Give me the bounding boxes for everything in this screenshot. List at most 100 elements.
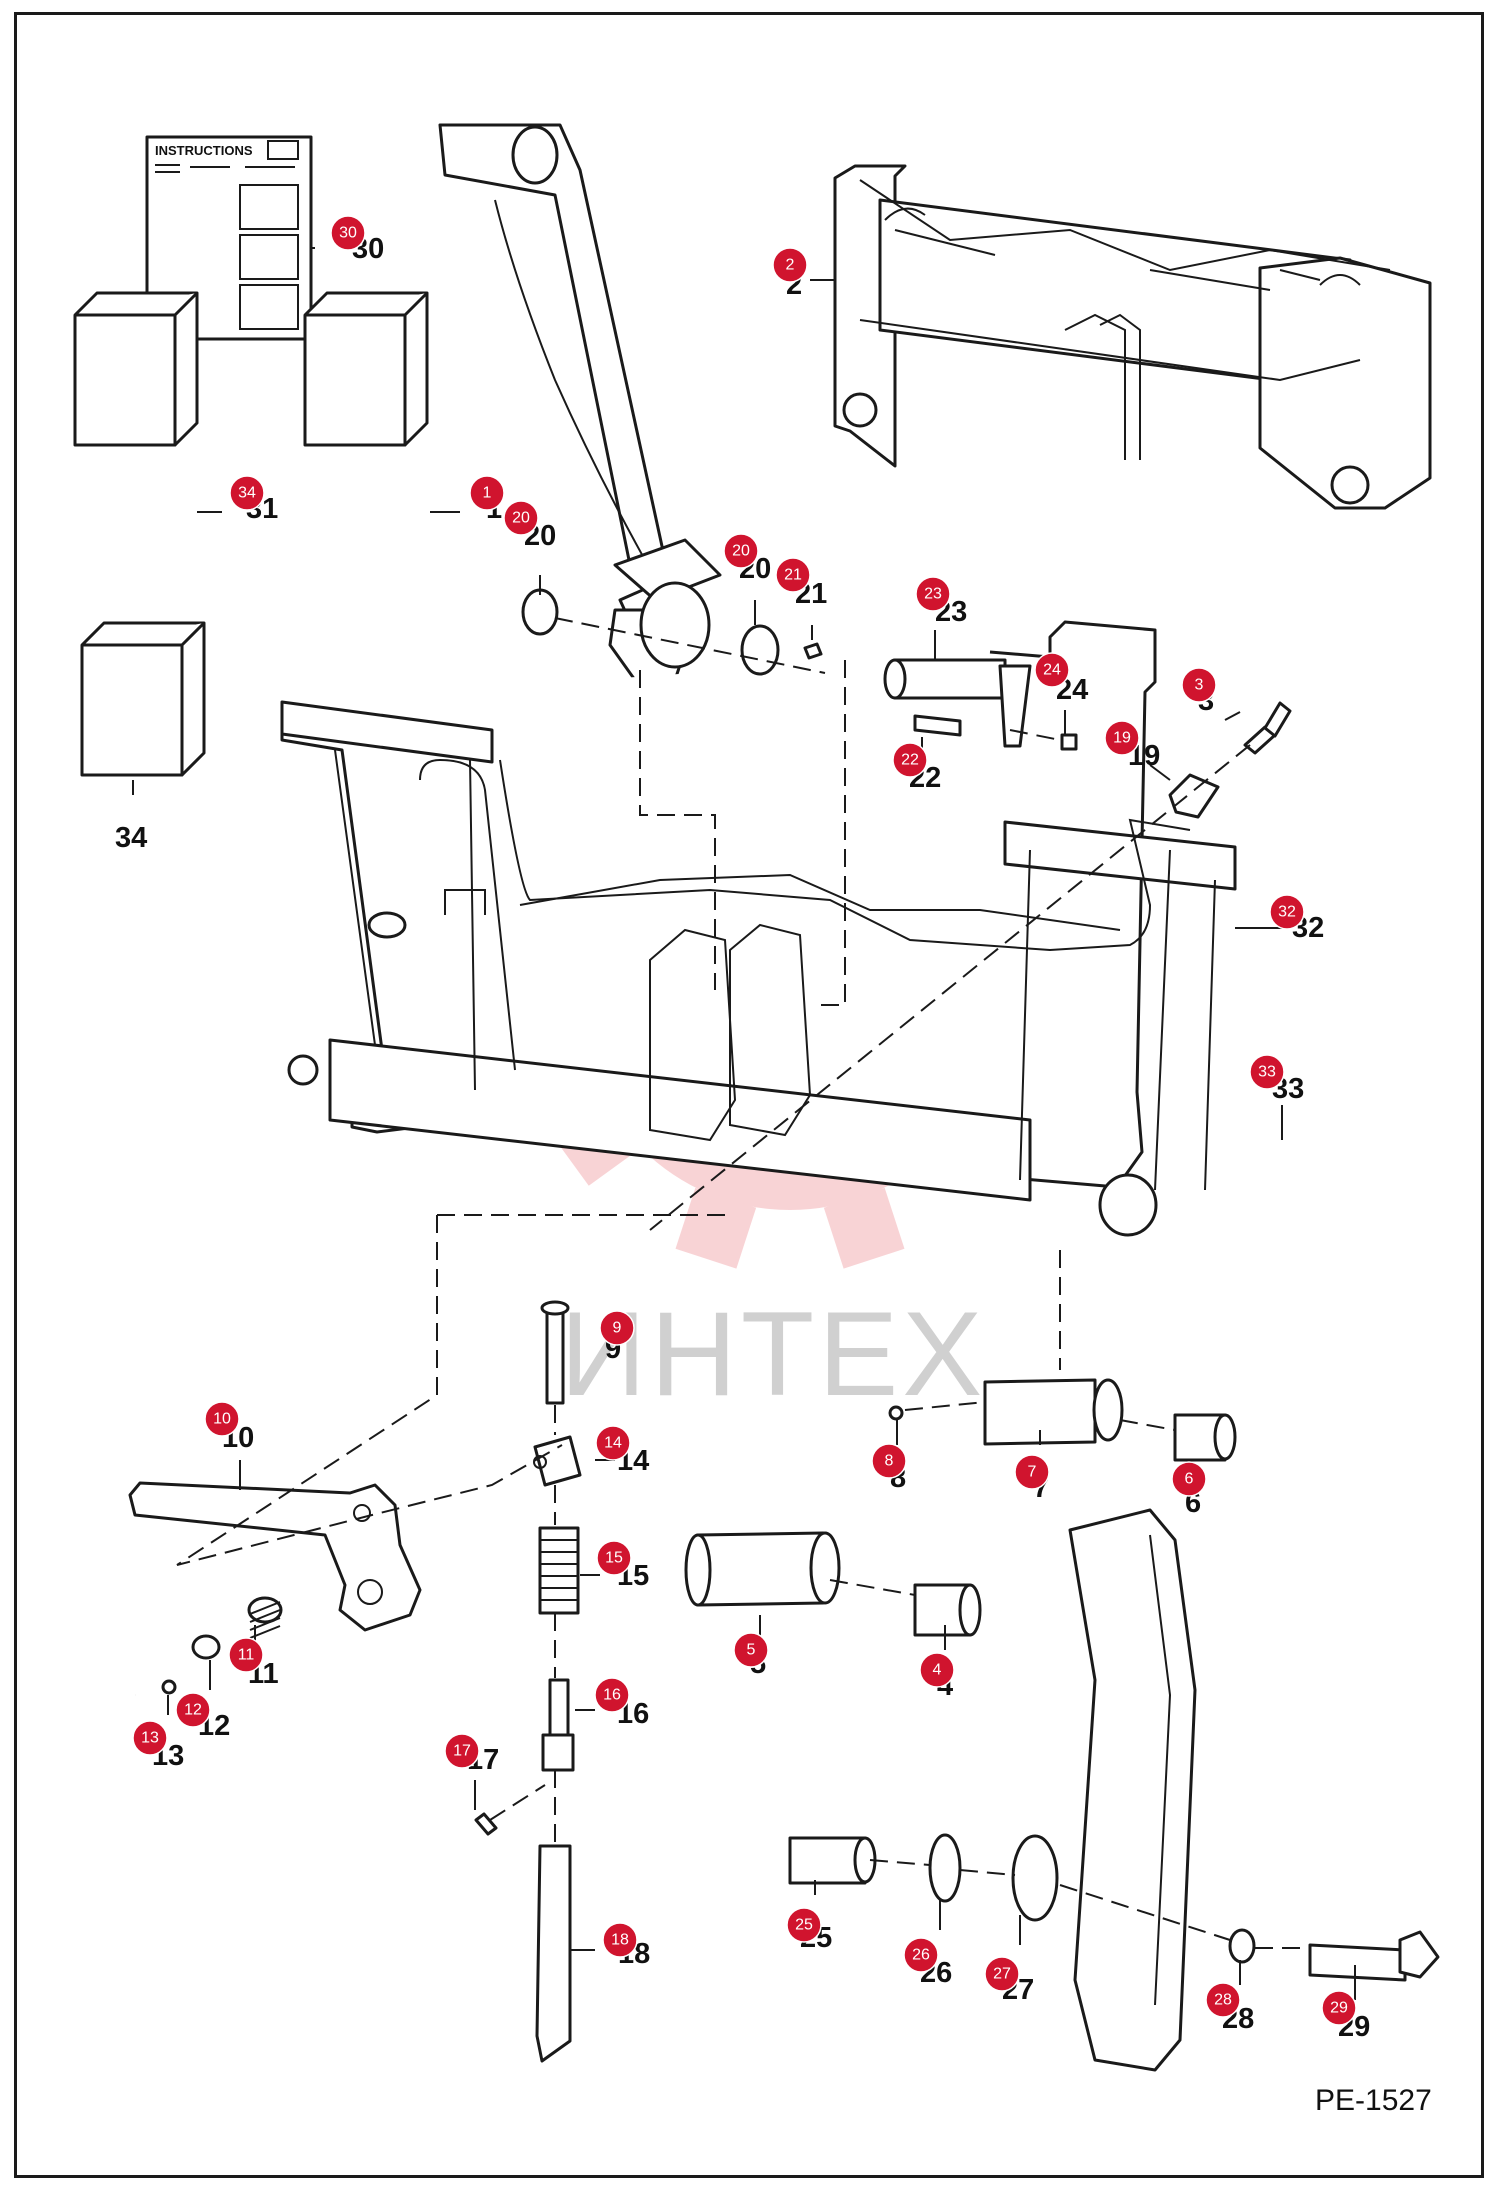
washer-28 bbox=[1228, 1928, 1256, 1964]
callout-badge-number: 22 bbox=[901, 752, 919, 769]
callout-badge-p21[interactable]: 21 bbox=[775, 557, 811, 593]
drawing-frame bbox=[14, 12, 1484, 2178]
callout-badge-number: 5 bbox=[747, 1642, 756, 1659]
callout-badge-number: 30 bbox=[339, 225, 357, 242]
callout-badge-circle bbox=[919, 1652, 955, 1688]
callout-badge-number: 3 bbox=[1195, 677, 1204, 694]
callout-badge-circle bbox=[772, 247, 808, 283]
callout-badge-circle bbox=[228, 1637, 264, 1673]
callout-badge-p6[interactable]: 6 bbox=[1171, 1461, 1207, 1497]
callout-badge-number: 33 bbox=[1258, 1064, 1276, 1081]
callout-badge-number: 13 bbox=[141, 1730, 159, 1747]
pin-18 bbox=[535, 1844, 572, 2063]
pin-tab-23 bbox=[998, 664, 1032, 748]
callout-badge-p8[interactable]: 8 bbox=[871, 1443, 907, 1479]
callout-badge-p2[interactable]: 2 bbox=[772, 247, 808, 283]
callout-badge-number: 7 bbox=[1028, 1464, 1037, 1481]
callout-badge-number: 4 bbox=[933, 1662, 942, 1679]
callout-badge-p29[interactable]: 29 bbox=[1321, 1990, 1357, 2026]
callout-badge-p1[interactable]: 1 bbox=[469, 475, 505, 511]
callout-badge-circle bbox=[1249, 1054, 1285, 1090]
callout-badge-p11[interactable]: 11 bbox=[228, 1637, 264, 1673]
callout-badge-number: 17 bbox=[453, 1743, 471, 1760]
sleeve-7-end bbox=[1092, 1378, 1124, 1442]
callout-badge-circle bbox=[903, 1937, 939, 1973]
spacer-19 bbox=[1168, 773, 1220, 819]
pin-13 bbox=[161, 1679, 177, 1695]
callout-badge-p7[interactable]: 7 bbox=[1014, 1454, 1050, 1490]
callout-badge-number: 28 bbox=[1214, 1992, 1232, 2009]
callout-badge-number: 10 bbox=[213, 1411, 231, 1428]
callout-badge-p33[interactable]: 33 bbox=[1249, 1054, 1285, 1090]
block-14-hole bbox=[533, 1455, 547, 1469]
callout-badge-circle bbox=[1321, 1990, 1357, 2026]
callout-badge-p12[interactable]: 12 bbox=[175, 1692, 211, 1728]
callout-badge-circle bbox=[204, 1401, 240, 1437]
callout-badge-number: 1 bbox=[483, 485, 492, 502]
callout-badge-number: 34 bbox=[238, 485, 256, 502]
callout-badge-p31[interactable]: 34 bbox=[229, 475, 265, 511]
callout-badge-p18[interactable]: 18 bbox=[602, 1922, 638, 1958]
callout-badge-number: 8 bbox=[885, 1453, 894, 1470]
sleeve-5-end bbox=[684, 1533, 712, 1607]
callout-badge-p27[interactable]: 27 bbox=[984, 1956, 1020, 1992]
callout-badge-p17[interactable]: 17 bbox=[444, 1733, 480, 1769]
bolt-22 bbox=[913, 714, 962, 737]
callout-badge-circle bbox=[132, 1720, 168, 1756]
callout-badge-number: 29 bbox=[1330, 2000, 1348, 2017]
fitting-8 bbox=[888, 1405, 904, 1421]
callout-badge-number: 27 bbox=[993, 1966, 1011, 1983]
callout-badge-number: 20 bbox=[732, 543, 750, 560]
callout-badge-number: 26 bbox=[912, 1947, 930, 1964]
callout-badge-circle bbox=[733, 1632, 769, 1668]
bolt-3-head bbox=[1263, 701, 1292, 738]
bearing-27 bbox=[1011, 1834, 1059, 1922]
callout-badge-p24[interactable]: 24 bbox=[1034, 652, 1070, 688]
callout-badge-circle bbox=[1269, 894, 1305, 930]
bolt-9 bbox=[545, 1306, 565, 1405]
grease-fitting-21 bbox=[803, 642, 823, 660]
callout-badge-p30[interactable]: 30 bbox=[330, 215, 366, 251]
callout-badge-p4[interactable]: 4 bbox=[919, 1652, 955, 1688]
callout-badge-p14[interactable]: 14 bbox=[595, 1425, 631, 1461]
callout-badge-p5[interactable]: 5 bbox=[733, 1632, 769, 1668]
callout-badge-p20b[interactable]: 20 bbox=[723, 533, 759, 569]
callout-badge-circle bbox=[892, 742, 928, 778]
callout-badge-circle bbox=[503, 500, 539, 536]
callout-badge-p19[interactable]: 19 bbox=[1104, 720, 1140, 756]
callout-badge-number: 11 bbox=[238, 1647, 255, 1664]
callout-badge-number: 25 bbox=[795, 1917, 813, 1934]
plunger-16-block bbox=[541, 1733, 575, 1772]
callout-badge-p25[interactable]: 25 bbox=[786, 1907, 822, 1943]
figure-code: PE-1527 bbox=[1315, 2084, 1432, 2117]
callout-badge-p22[interactable]: 22 bbox=[892, 742, 928, 778]
callout-badge-number: 2 bbox=[786, 257, 795, 274]
callout-badge-circle bbox=[444, 1733, 480, 1769]
callout-badge-p20a[interactable]: 20 bbox=[503, 500, 539, 536]
lever-plate-edge bbox=[1149, 1534, 1172, 2006]
callout-badge-p13[interactable]: 13 bbox=[132, 1720, 168, 1756]
hydraulic-line bbox=[499, 759, 1191, 952]
sleeve-7 bbox=[983, 1378, 1097, 1446]
callout-badge-circle bbox=[595, 1425, 631, 1461]
callout-badge-p10[interactable]: 10 bbox=[204, 1401, 240, 1437]
callout-badge-p16[interactable]: 16 bbox=[594, 1677, 630, 1713]
callout-badge-p15[interactable]: 15 bbox=[596, 1540, 632, 1576]
sleeve-5 bbox=[696, 1531, 825, 1607]
part-label-p34: 34 bbox=[115, 822, 147, 854]
watermark-gear-tooth bbox=[675, 1187, 757, 1269]
callout-badge-p26[interactable]: 26 bbox=[903, 1937, 939, 1973]
callout-badge-number: 32 bbox=[1278, 904, 1296, 921]
callout-badge-p32[interactable]: 32 bbox=[1269, 894, 1305, 930]
callout-badge-circle bbox=[1205, 1982, 1241, 2018]
callout-badge-number: 15 bbox=[605, 1550, 623, 1567]
instructions-title: INSTRUCTIONS bbox=[155, 143, 253, 158]
callout-badge-circle bbox=[984, 1956, 1020, 1992]
callout-badge-p9[interactable]: 9 bbox=[599, 1310, 635, 1346]
callout-badge-p23[interactable]: 23 bbox=[915, 576, 951, 612]
callout-badge-p3[interactable]: 3 bbox=[1181, 667, 1217, 703]
callout-badge-circle bbox=[786, 1907, 822, 1943]
callout-badge-p28[interactable]: 28 bbox=[1205, 1982, 1241, 2018]
callout-badge-circle bbox=[1171, 1461, 1207, 1497]
